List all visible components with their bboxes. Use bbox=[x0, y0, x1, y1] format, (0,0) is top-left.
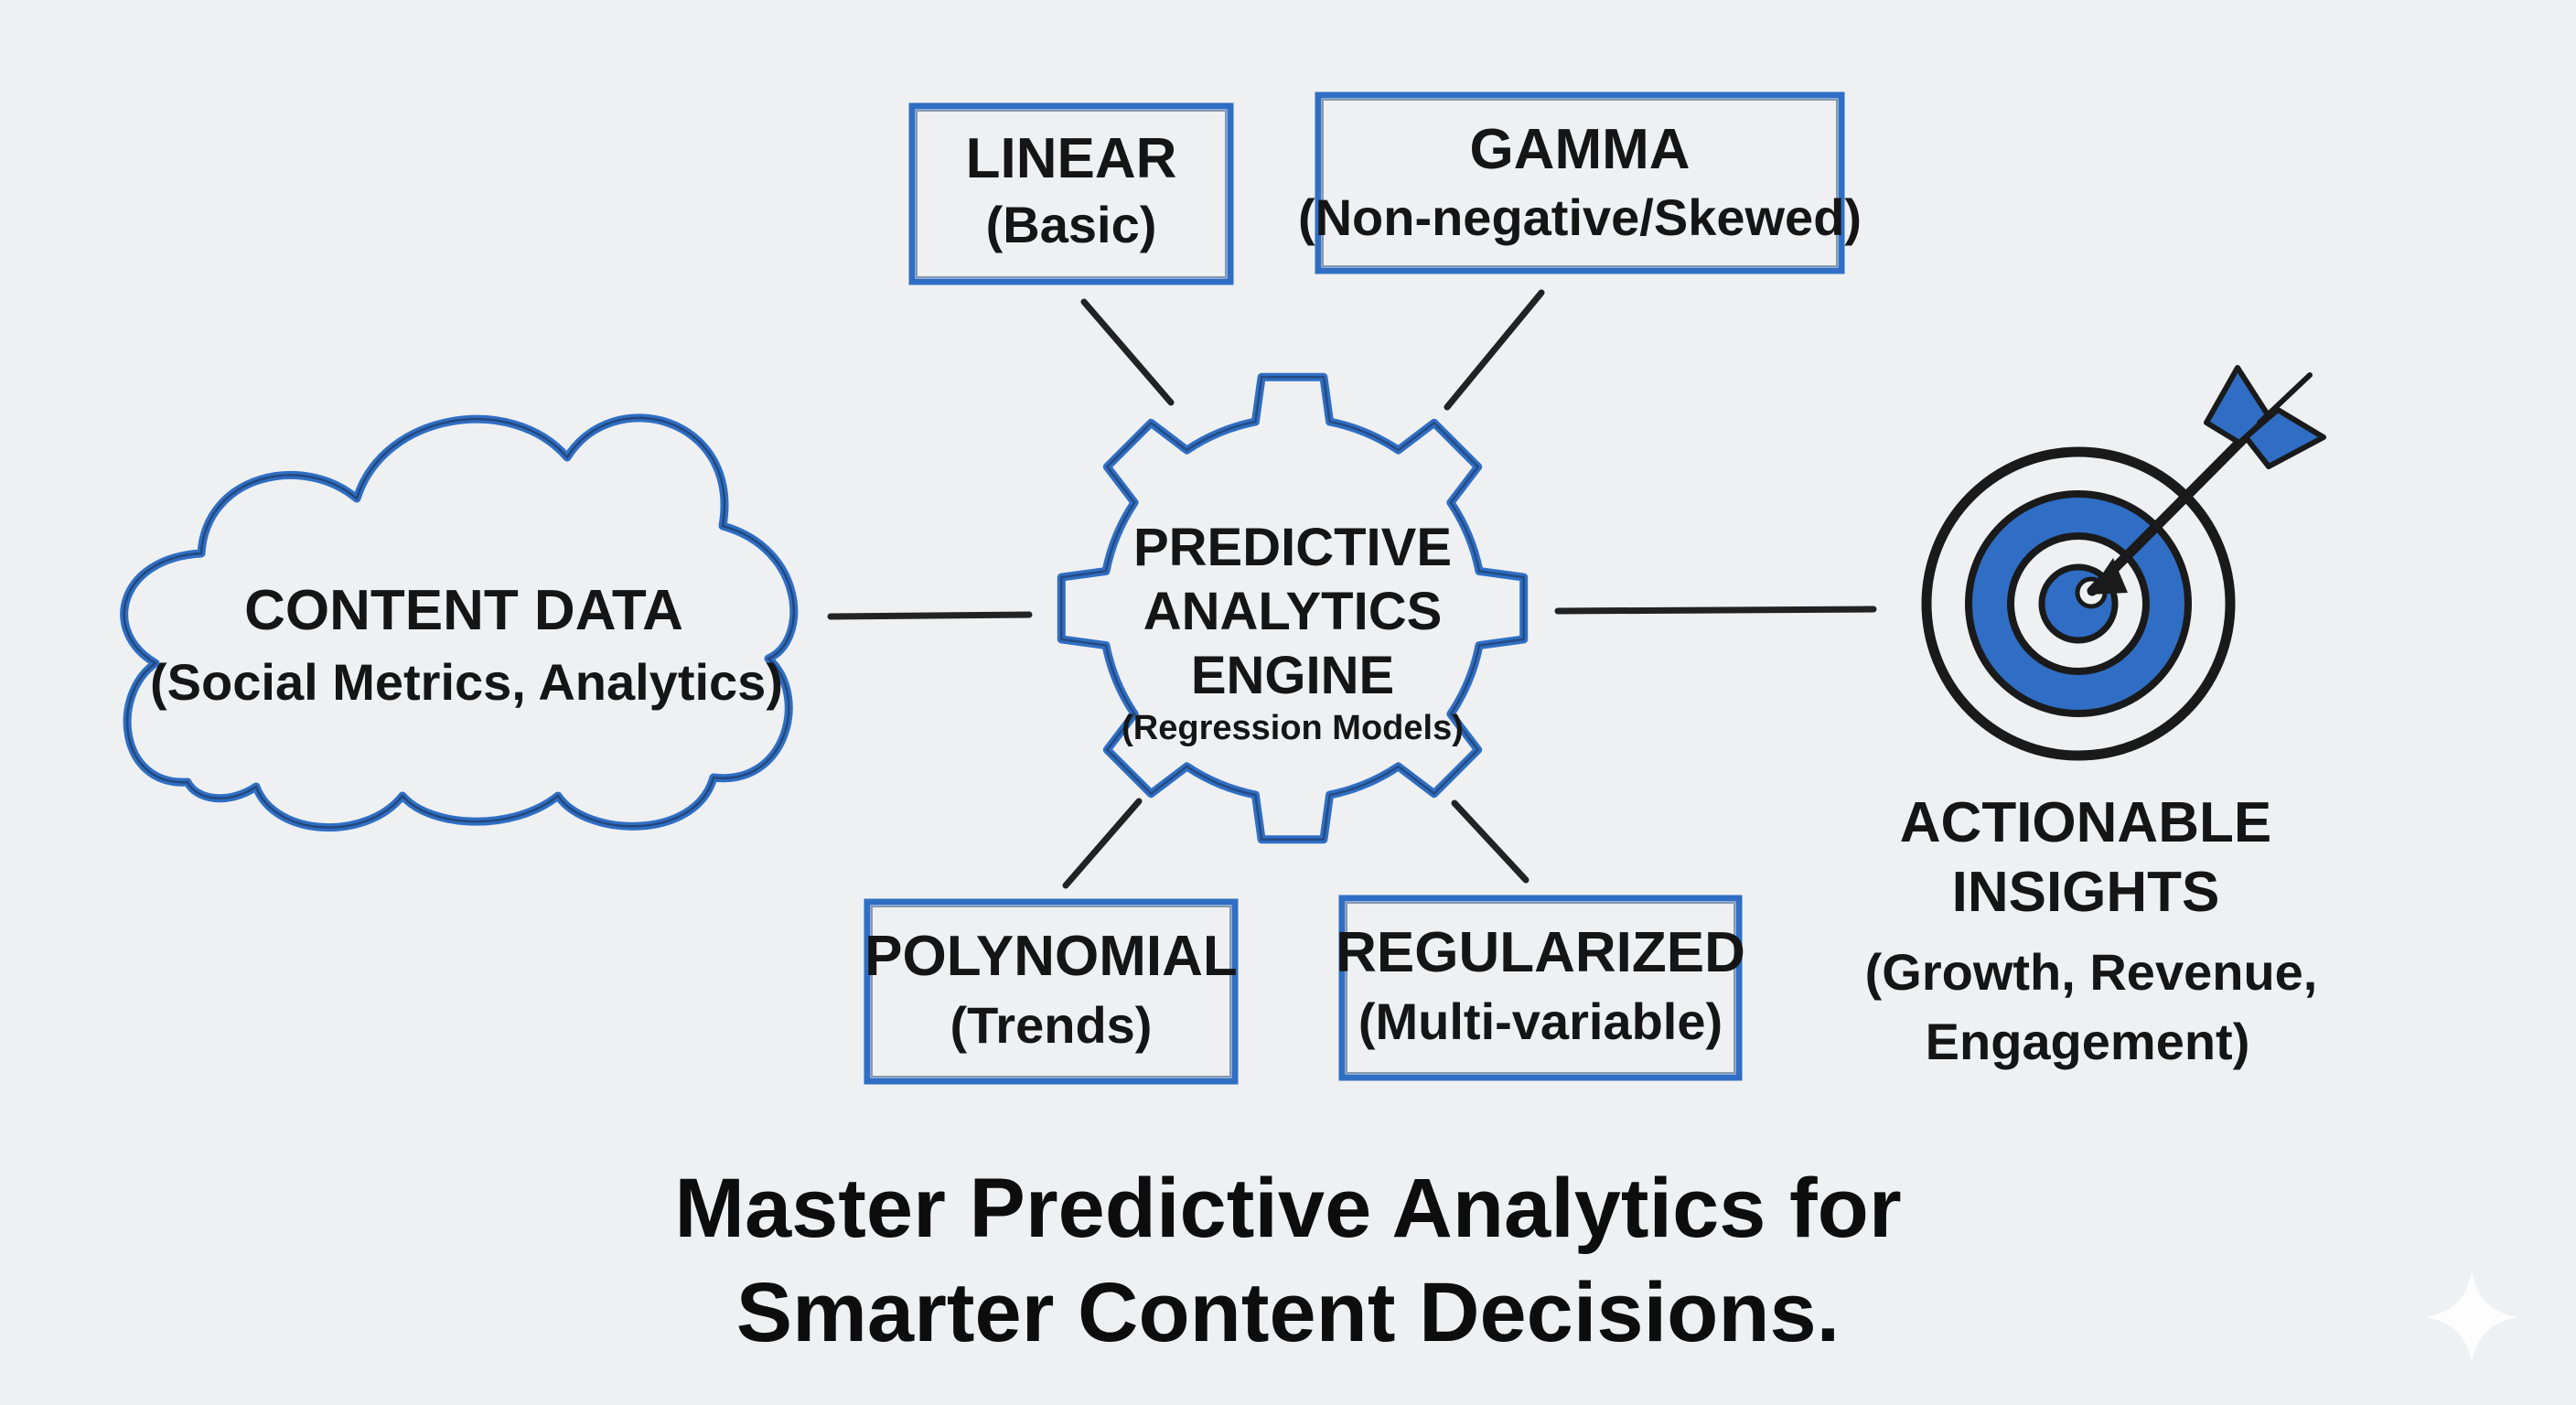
regularized-box-frame bbox=[1338, 895, 1743, 1081]
target-icon bbox=[1921, 365, 2326, 761]
cloud-outline bbox=[123, 416, 795, 829]
arrow-engine-to-regularized bbox=[1451, 799, 1530, 884]
sparkle-icon bbox=[2426, 1271, 2517, 1363]
gamma-subtitle: (Non-negative/Skewed) bbox=[1298, 188, 1862, 246]
caption-line2: Smarter Content Decisions. bbox=[736, 1266, 1841, 1359]
gamma-box-inner bbox=[1322, 99, 1838, 267]
regularized-box-inner bbox=[1346, 902, 1735, 1074]
arrow-engine-to-insights bbox=[1554, 606, 1877, 615]
actionable-insights: ACTIONABLE INSIGHTS (Growth, Revenue, En… bbox=[1865, 791, 2318, 1070]
model-box-regularized: REGULARIZED (Multi-variable) bbox=[1336, 895, 1745, 1081]
model-box-polynomial: POLYNOMIAL (Trends) bbox=[864, 898, 1239, 1085]
model-box-linear: LINEAR (Basic) bbox=[908, 102, 1234, 285]
gamma-box-frame bbox=[1315, 91, 1845, 274]
insights-line3: (Growth, Revenue, bbox=[1865, 943, 2318, 1001]
insights-line2: INSIGHTS bbox=[1952, 861, 2220, 924]
connector-arrows bbox=[827, 289, 1877, 889]
arrow-data-to-engine bbox=[827, 611, 1033, 620]
arrow-engine-to-gamma bbox=[1444, 289, 1545, 411]
polynomial-title: POLYNOMIAL bbox=[864, 925, 1238, 988]
gamma-title: GAMMA bbox=[1469, 118, 1690, 181]
target-outer-ring bbox=[1921, 446, 2236, 761]
target-arrow-nock bbox=[2257, 372, 2313, 425]
engine-title-line2: ANALYTICS bbox=[1143, 582, 1443, 641]
content-data-subtitle: (Social Metrics, Analytics) bbox=[150, 653, 783, 711]
model-box-gamma: GAMMA (Non-negative/Skewed) bbox=[1298, 91, 1862, 274]
regularized-subtitle: (Multi-variable) bbox=[1358, 992, 1723, 1050]
gear-outline bbox=[1060, 376, 1525, 841]
arrow-engine-to-linear bbox=[1080, 298, 1175, 406]
engine-title-line3: ENGINE bbox=[1191, 646, 1394, 705]
polynomial-box-inner bbox=[871, 906, 1231, 1078]
linear-box-frame bbox=[908, 102, 1234, 285]
engine-subtitle: (Regression Models) bbox=[1122, 709, 1464, 747]
linear-box-inner bbox=[916, 110, 1227, 278]
insights-line1: ACTIONABLE bbox=[1900, 791, 2271, 854]
target-arrow-shaft bbox=[2087, 417, 2265, 596]
regularized-title: REGULARIZED bbox=[1336, 921, 1745, 984]
content-data-title: CONTENT DATA bbox=[244, 579, 683, 642]
content-data-cloud: CONTENT DATA (Social Metrics, Analytics) bbox=[120, 413, 799, 832]
polynomial-box-frame bbox=[864, 898, 1239, 1085]
analytics-engine-gear: PREDICTIVE ANALYTICS ENGINE (Regression … bbox=[1057, 372, 1529, 844]
caption-line1: Master Predictive Analytics for bbox=[674, 1162, 1901, 1255]
polynomial-subtitle: (Trends) bbox=[950, 996, 1153, 1054]
arrow-engine-to-polynomial bbox=[1062, 798, 1143, 889]
target-arrow-tip bbox=[2088, 558, 2128, 595]
insights-line4: Engagement) bbox=[1926, 1013, 2250, 1070]
caption: Master Predictive Analytics for Smarter … bbox=[674, 1162, 1901, 1359]
linear-subtitle: (Basic) bbox=[986, 196, 1157, 253]
engine-title-line1: PREDICTIVE bbox=[1133, 518, 1452, 577]
linear-title: LINEAR bbox=[966, 127, 1177, 190]
